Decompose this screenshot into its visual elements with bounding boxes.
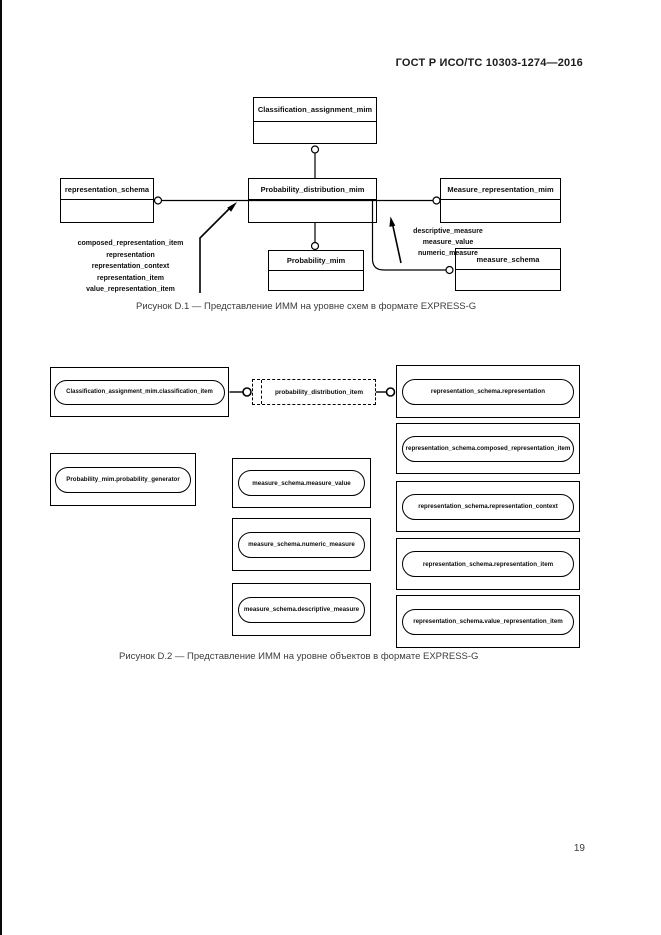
- schema-box-body: [456, 270, 560, 290]
- entity-node-numeric-measure: measure_schema.numeric_measure: [232, 518, 371, 571]
- annotation-arrow-right: [391, 223, 402, 264]
- schema-box-title: Classification_assignment_mim: [254, 98, 376, 122]
- entity-node-label: measure_schema.numeric_measure: [238, 531, 365, 558]
- attribute-label: numeric_measure: [418, 250, 478, 257]
- schema-box-title: Measure_representation_mim: [441, 179, 560, 200]
- attribute-label-list-left: composed_representation_item representat…: [58, 238, 203, 296]
- schema-box-classification-assignment-mim: Classification_assignment_mim: [253, 97, 377, 144]
- connector-circle-icon: [432, 196, 441, 205]
- entity-node-probability-generator: Probability_mim.probability_generator: [50, 453, 196, 506]
- connector-circle-icon: [242, 387, 252, 397]
- schema-box-measure-schema: measure_schema: [455, 248, 561, 291]
- entity-node-measure-value: measure_schema.measure_value: [232, 458, 371, 508]
- entity-node-label: Classification_assignment_mim.classifica…: [54, 379, 225, 405]
- schema-box-body: [441, 200, 560, 222]
- attribute-label: representation: [106, 251, 155, 259]
- annotation-arrow-left: [199, 208, 230, 293]
- connector-circle-icon: [310, 145, 320, 154]
- entity-node-label: probability_distribution_item: [274, 388, 364, 396]
- entity-node-label: representation_schema.representation_ite…: [402, 551, 574, 577]
- entity-node-representation-item: representation_schema.representation_ite…: [396, 538, 580, 590]
- entity-node-probability-distribution-item: probability_distribution_item: [252, 379, 376, 405]
- attribute-label-list-right: descriptive_measure measure_value numeri…: [402, 226, 494, 259]
- entity-node-representation-context: representation_schema.representation_con…: [396, 481, 580, 532]
- attribute-label: measure_value: [422, 239, 474, 246]
- entity-node-label: representation_schema.representation: [402, 378, 574, 405]
- entity-node-label: representation_schema.representation_con…: [402, 493, 574, 520]
- schema-box-representation-schema: representation_schema: [60, 178, 154, 223]
- entity-node-classification-item: Classification_assignment_mim.classifica…: [50, 367, 229, 417]
- connector-circle-icon: [310, 241, 320, 251]
- schema-box-body: [61, 200, 153, 222]
- connector-circle-icon: [153, 196, 163, 205]
- connector-circle-icon: [385, 387, 396, 397]
- figure-d2-caption: Рисунок D.2 — Представление ИММ на уровн…: [119, 651, 479, 662]
- attribute-label: value_representation_item: [86, 286, 175, 293]
- attribute-label: descriptive_measure: [413, 228, 483, 235]
- schema-box-title: representation_schema: [61, 179, 153, 200]
- page-number: 19: [573, 843, 585, 854]
- entity-node-label: Probability_mim.probability_generator: [55, 466, 191, 493]
- dashed-divider-line: [261, 380, 262, 404]
- entity-node-value-representation-item: representation_schema.value_representati…: [396, 595, 580, 648]
- schema-box-body: [269, 271, 363, 290]
- schema-box-body: [254, 122, 376, 143]
- schema-box-title: Probability_mim: [269, 251, 363, 271]
- entity-node-descriptive-measure: measure_schema.descriptive_measure: [232, 583, 371, 636]
- schema-box-title: measure_schema: [456, 249, 560, 270]
- attribute-label: composed_representation_item: [77, 240, 184, 247]
- annotation-arrowhead-icon: [389, 216, 396, 227]
- scan-edge-line: [0, 0, 2, 935]
- document-header: ГОСТ Р ИСО/ТС 10303-1274—2016: [395, 57, 583, 69]
- entity-node-representation: representation_schema.representation: [396, 365, 580, 418]
- entity-node-label: representation_schema.value_representati…: [402, 608, 574, 635]
- connector-circle-icon: [445, 265, 454, 275]
- annotation-arrowhead-icon: [227, 202, 237, 212]
- schema-box-probability-distribution-mim: Probability_distribution_mim: [248, 178, 377, 223]
- attribute-label: representation_item: [97, 274, 164, 282]
- schema-box-body: [249, 200, 376, 222]
- attribute-label: representation_context: [91, 263, 170, 270]
- entity-node-label: measure_schema.descriptive_measure: [238, 596, 365, 623]
- entity-node-label: measure_schema.measure_value: [238, 470, 365, 496]
- schema-box-measure-representation-mim: Measure_representation_mim: [440, 178, 561, 223]
- schema-box-title: Probability_distribution_mim: [249, 179, 376, 200]
- schema-box-probability-mim: Probability_mim: [268, 250, 364, 291]
- entity-node-composed-representation-item: representation_schema.composed_represent…: [396, 423, 580, 474]
- figure-d1-caption: Рисунок D.1 — Представление ИММ на уровн…: [136, 301, 477, 312]
- entity-node-label: representation_schema.composed_represent…: [402, 435, 574, 462]
